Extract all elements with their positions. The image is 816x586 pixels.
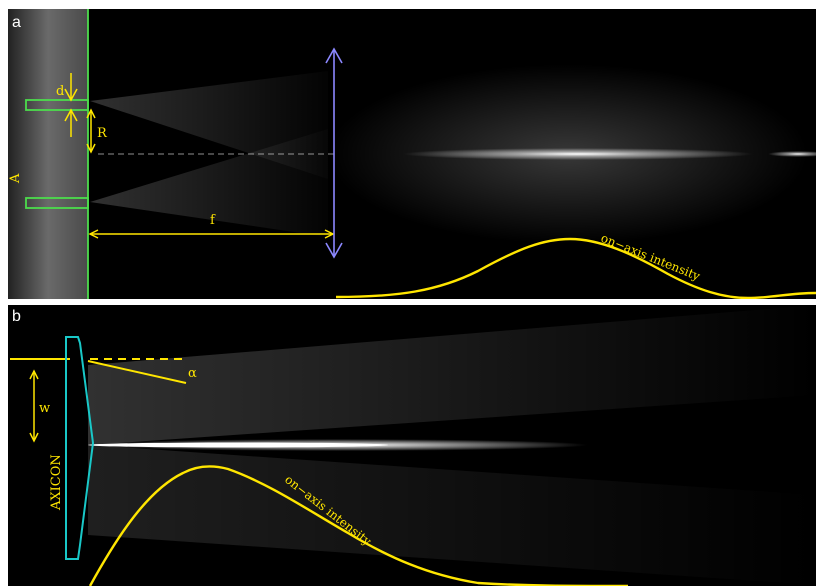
bessel-line-core (88, 442, 388, 448)
lower-slit-outline (25, 197, 89, 209)
bessel-focus (403, 148, 753, 160)
label-f: f (210, 213, 216, 228)
panel-b-letter: b (12, 308, 21, 325)
opaque-screen (8, 9, 88, 299)
panel-a-letter: a (12, 14, 21, 31)
beam-width-arrow (29, 369, 39, 443)
on-axis-intensity-curve-a (335, 237, 816, 299)
label-a: A (8, 173, 23, 184)
label-r: R (97, 126, 108, 141)
panel-a: a d R A f on−axis intensity (8, 9, 816, 299)
lens (325, 47, 343, 259)
lower-slit-beam (90, 129, 328, 237)
label-w: w (39, 401, 50, 416)
radius-arrow (86, 108, 96, 154)
focal-length-arrow (88, 229, 335, 239)
axicon-beam-cone (88, 305, 816, 445)
label-d: d (56, 84, 64, 99)
panel-b-diagram: b α w AXICON on−axis intensity (10, 305, 816, 586)
panel-b: b α w AXICON on−axis intensity (8, 305, 816, 586)
axicon-element (65, 336, 95, 560)
on-axis-intensity-curve-b (88, 465, 629, 586)
panel-a-diagram: a d R A f on−axis intensity (8, 9, 816, 299)
focus-secondary (768, 151, 816, 157)
upper-slit-outline (25, 99, 89, 111)
label-alpha: α (188, 366, 197, 381)
slit-width-arrows (64, 73, 78, 137)
label-axicon: AXICON (49, 454, 64, 511)
axicon-beam-cone-lower (88, 445, 816, 585)
refracted-ray (87, 360, 187, 384)
curve-label-a: on−axis intensity (599, 231, 702, 284)
